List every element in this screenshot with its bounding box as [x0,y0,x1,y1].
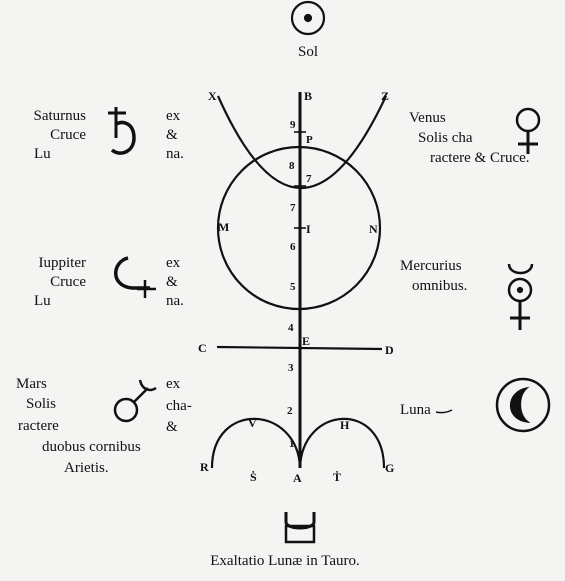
saturn-line3: Lu [34,146,51,162]
label-g: G [385,461,395,475]
saturn-name: Saturnus [33,108,87,124]
label-r: R [200,460,209,474]
axis-number-9: 9 [290,119,296,131]
mars-right2: cha- [166,398,192,414]
label-z: Z [381,89,390,103]
venus-line3: ractere & Cruce. [430,150,530,166]
taurus-icon [284,512,316,544]
mercury-line2: omnibus. [412,278,468,294]
mars-name: Mars [16,376,47,392]
right-horn-arc [298,417,386,469]
mercury-name: Mercurius [400,258,462,274]
axis-number-2: 2 [287,405,293,417]
label-c: C [198,341,207,355]
jupiter-line3: Lu [34,293,51,309]
axis-number-1: 1 [289,438,295,450]
saturn-icon [108,107,136,155]
luna-tail [435,409,453,414]
saturn-right1: ex [166,108,181,124]
label-d: D [385,343,394,357]
label-h: H [340,418,350,432]
jupiter-right1: ex [166,255,181,271]
label-v: V [248,416,257,430]
label-x: X [208,89,217,103]
mars-icon [113,379,157,423]
luna-name: Luna [400,402,431,418]
saturn-right3: na. [166,146,184,162]
jupiter-line2: Cruce [50,274,86,290]
saturn-right2: & [166,127,178,143]
jupiter-name: Iuppiter [38,255,86,271]
label-s: Ṡ [250,470,257,484]
saturn-line2: Cruce [50,127,86,143]
sun-dot [303,13,313,23]
label-t: Ṫ [333,470,342,484]
label-a: A [293,471,302,485]
label-b: B [304,89,313,103]
sol-label: Sol [297,44,318,60]
cross-bar [216,345,383,351]
jupiter-right2: & [166,274,178,290]
axis-number-8: 8 [289,160,295,172]
mars-line5: Arietis. [64,460,109,476]
axis-number-7a: 7 [306,173,312,185]
caption: Exaltatio Lunæ in Tauro. [210,553,360,569]
jupiter-icon [114,256,156,298]
mars-line3: ractere [18,418,59,434]
label-i: I [306,222,311,236]
venus-icon [515,107,541,154]
sun-icon [290,0,326,36]
luna-icon [495,377,551,433]
label-p: P [306,134,313,146]
venus-line2: Solis cha [418,130,473,146]
jupiter-right3: na. [166,293,184,309]
axis-number-4: 4 [288,322,294,334]
mars-line2: Solis [26,396,57,412]
axis-number-5: 5 [290,281,296,293]
axis-number-3: 3 [288,362,294,374]
mercury-icon [507,263,534,330]
label-n: N [369,222,378,236]
mars-right1: ex [166,376,181,392]
venus-name: Venus [409,110,446,126]
label-e: E [302,334,311,348]
mars-right3: & [166,419,178,435]
mars-line4: duobus cornibus [42,439,141,455]
label-m: M [218,220,230,234]
axis-number-6: 6 [290,241,296,253]
left-horn-arc [210,417,302,469]
axis-number-7b: 7 [290,202,296,214]
